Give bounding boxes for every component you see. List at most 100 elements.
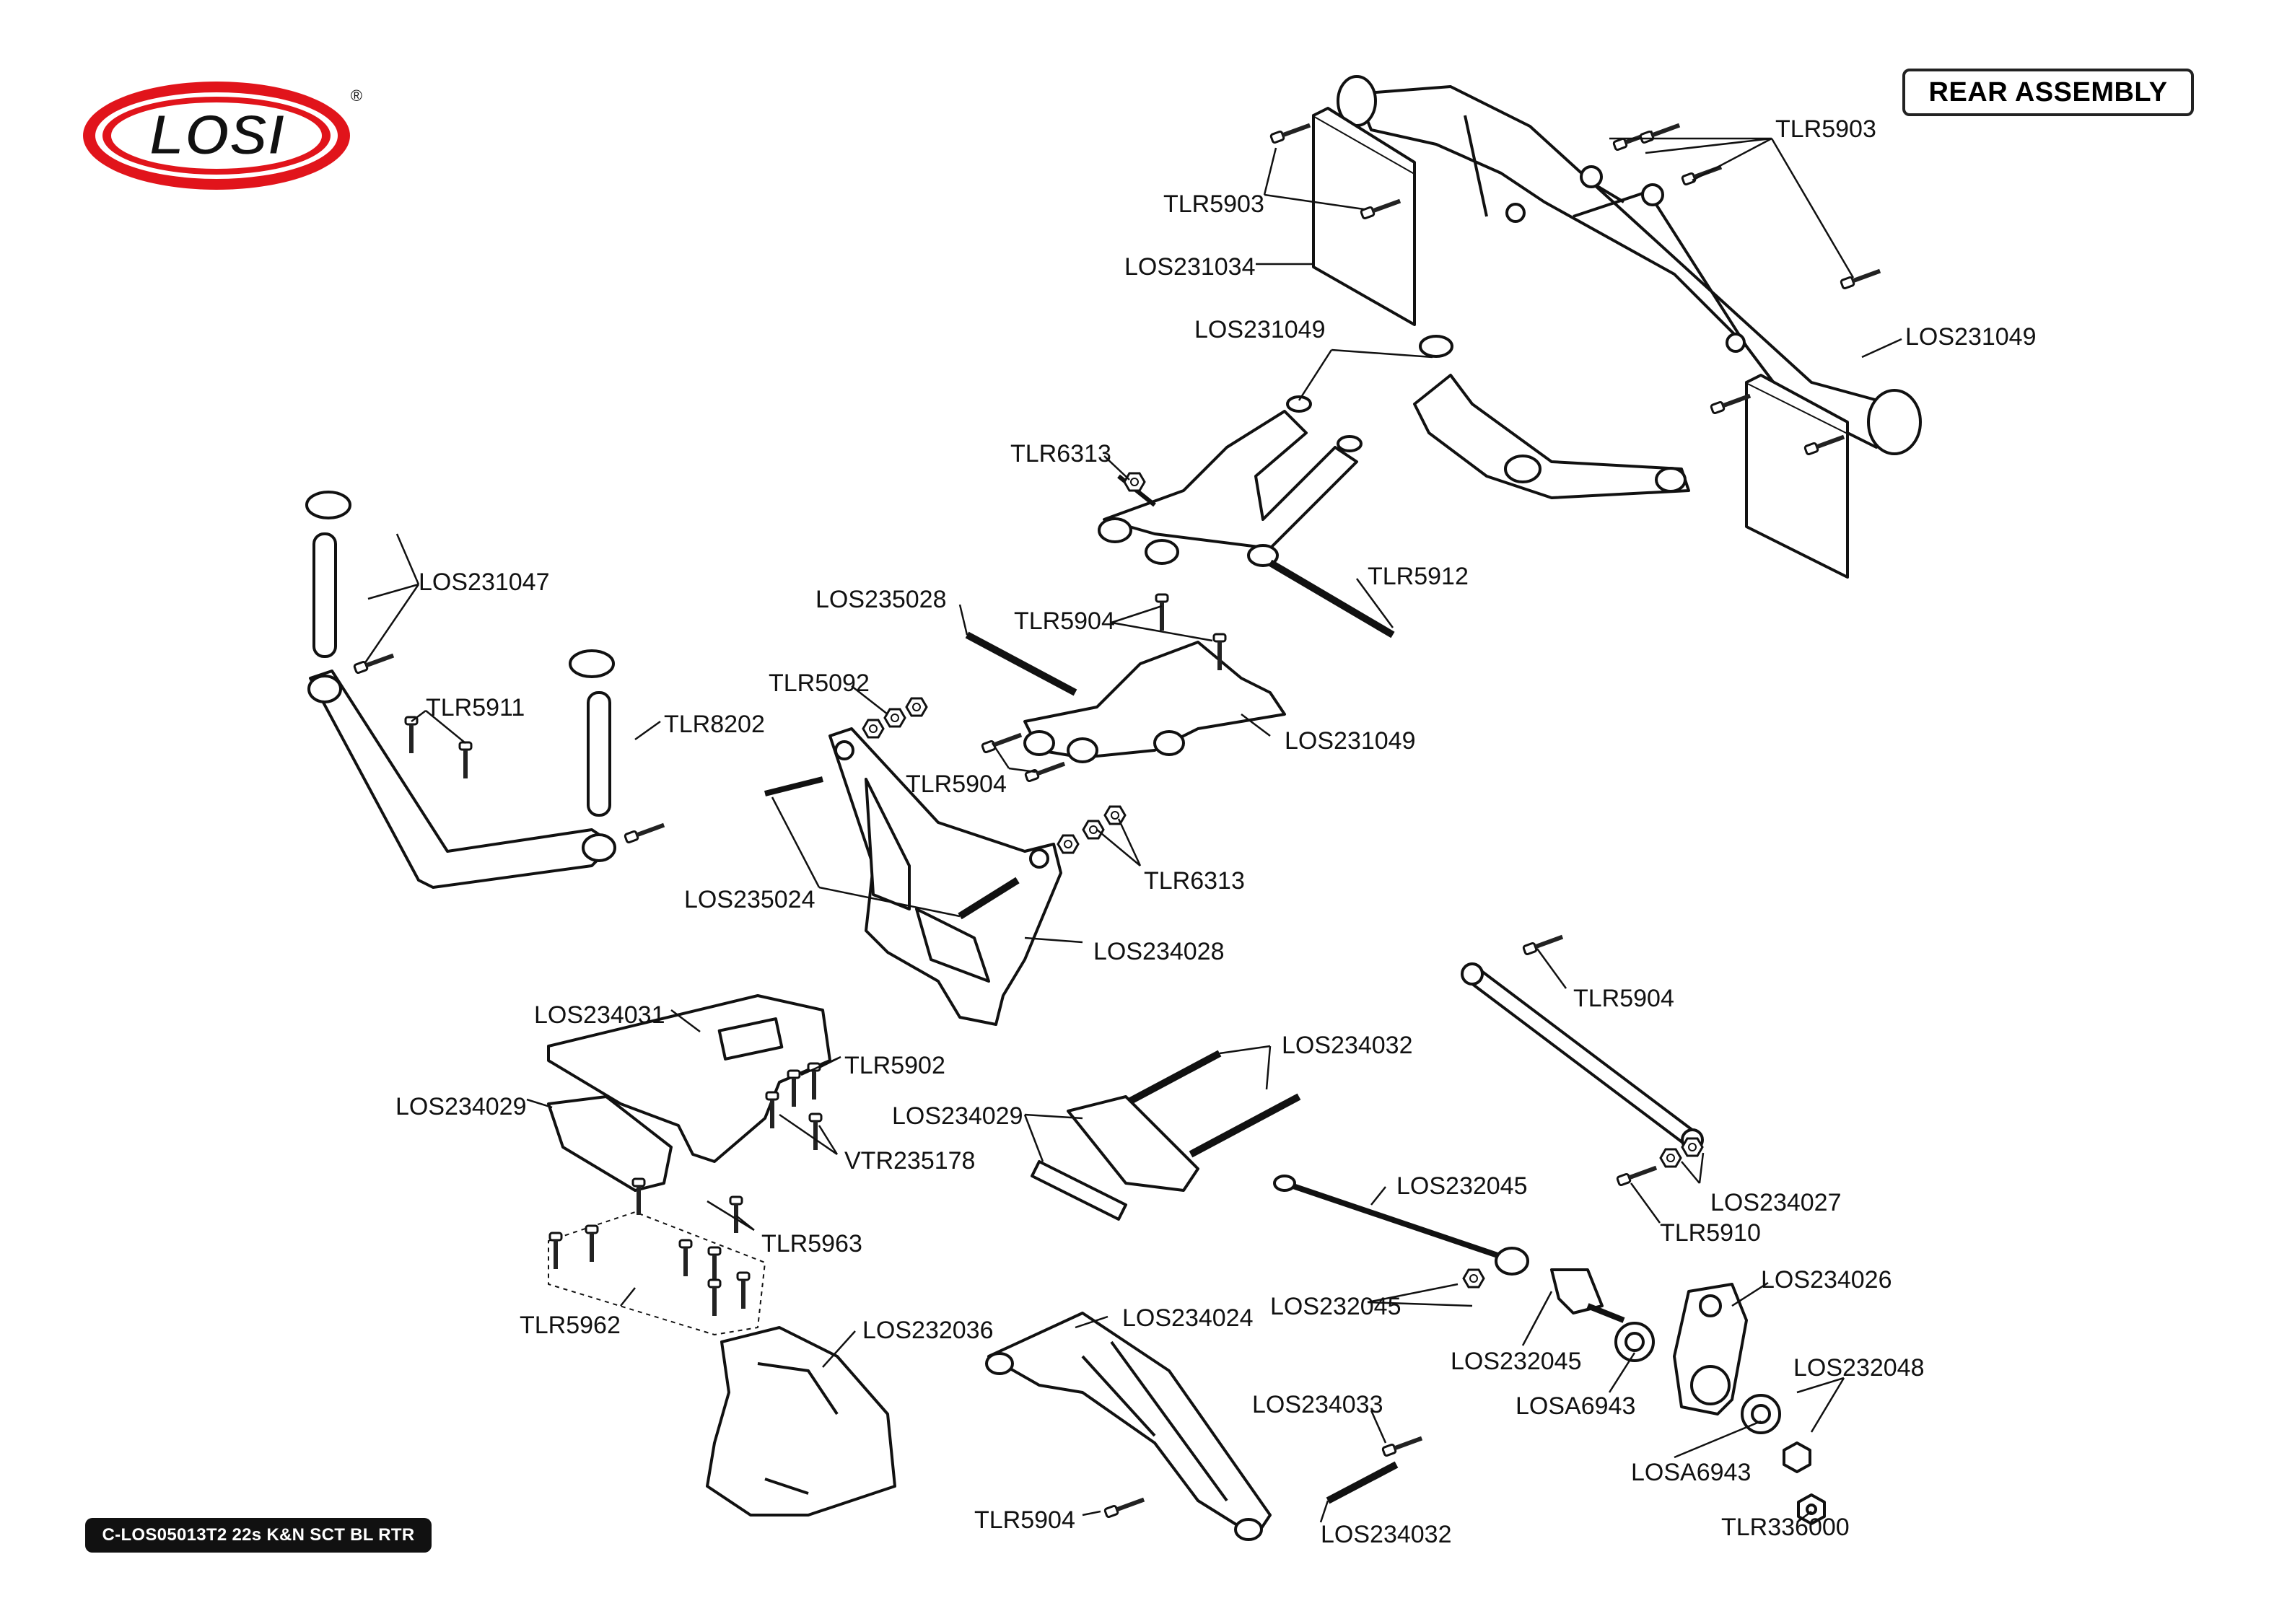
rod-los234032-b bbox=[1189, 1093, 1301, 1158]
wheel-bearing-outer bbox=[1741, 1394, 1781, 1434]
callout-los234029-mid: LOS234029 bbox=[892, 1102, 1023, 1130]
callout-los234032-b: LOS234032 bbox=[1321, 1521, 1452, 1548]
callout-los232048: LOS232048 bbox=[1793, 1354, 1925, 1382]
link-los234029 bbox=[1031, 1160, 1127, 1221]
callout-los232045-a: LOS232045 bbox=[1396, 1172, 1528, 1200]
callout-tlr8202: TLR8202 bbox=[664, 711, 765, 738]
screw-tlr5910 bbox=[1615, 1162, 1659, 1187]
hinge-block-los234029 bbox=[1067, 1095, 1199, 1192]
callout-labels: TLR5903 LOS231034 TLR5903 LOS231049 LOS2… bbox=[395, 115, 2037, 1548]
lower-suspension-arm bbox=[985, 1312, 1272, 1541]
screw-tlr5903-a bbox=[1269, 120, 1313, 144]
skid-plate bbox=[706, 1326, 896, 1517]
screw-tlr5904-a bbox=[1155, 593, 1169, 632]
callout-los234031: LOS234031 bbox=[534, 1001, 665, 1029]
svg-text:®: ® bbox=[351, 87, 362, 105]
callout-los231034: LOS231034 bbox=[1124, 253, 1256, 281]
callout-tlr5903-top: TLR5903 bbox=[1775, 115, 1876, 143]
pin-los235024-a bbox=[764, 776, 823, 796]
upper-hinge-mount bbox=[1023, 641, 1286, 763]
callout-los231049-top: LOS231049 bbox=[1194, 316, 1326, 343]
chassis-brace-plate bbox=[547, 994, 831, 1163]
spacer-tlr5092-c bbox=[905, 697, 928, 717]
nut-tlr6313-b bbox=[1082, 820, 1105, 840]
nut-tlr6313-top bbox=[1123, 472, 1146, 492]
callout-los234028: LOS234028 bbox=[1093, 938, 1225, 965]
screw-tlr5962-d bbox=[707, 1246, 722, 1285]
tlr5962-group-outline bbox=[548, 1211, 766, 1335]
part-number-badge: C-LOS05013T2 22s K&N SCT BL RTR bbox=[85, 1518, 432, 1553]
screw-tlr5962-b bbox=[585, 1224, 599, 1263]
screw-tlr5962-c bbox=[678, 1239, 693, 1278]
callout-los235028: LOS235028 bbox=[815, 586, 947, 613]
callout-tlr5904-d: TLR5904 bbox=[974, 1506, 1075, 1534]
hub-carrier bbox=[1673, 1283, 1748, 1415]
callout-tlr5092: TLR5092 bbox=[769, 670, 870, 697]
callout-los231049-mid: LOS231049 bbox=[1285, 727, 1416, 755]
screw-tlr5903-f bbox=[1839, 265, 1883, 290]
screw-tlr5963-b bbox=[729, 1195, 743, 1234]
callout-tlr5911: TLR5911 bbox=[426, 694, 525, 721]
spacer-tlr5092-b bbox=[883, 708, 906, 728]
callout-los235024: LOS235024 bbox=[684, 886, 815, 913]
callout-tlr5912: TLR5912 bbox=[1368, 563, 1469, 590]
driveshaft bbox=[1273, 1175, 1529, 1276]
bumper-mount-right bbox=[1413, 335, 1690, 499]
screw-tlr5904-e bbox=[1521, 931, 1565, 956]
screw-tlr5962-a bbox=[548, 1232, 563, 1270]
screw-tlr5911-a bbox=[404, 716, 419, 755]
callout-los234033: LOS234033 bbox=[1252, 1391, 1383, 1418]
pin-los235028 bbox=[965, 631, 1077, 696]
callout-tlr5903-left: TLR5903 bbox=[1163, 190, 1264, 218]
spacer-tlr5092-a bbox=[862, 719, 885, 739]
callout-los234027: LOS234027 bbox=[1710, 1189, 1842, 1216]
svg-text:LOSI: LOSI bbox=[149, 102, 285, 167]
callout-los234024: LOS234024 bbox=[1122, 1304, 1254, 1332]
nut-tlr6313-a bbox=[1057, 834, 1080, 854]
part-illustrations bbox=[305, 75, 1922, 1541]
screw-tlr5902-a bbox=[787, 1069, 801, 1108]
callout-los232045-c: LOS232045 bbox=[1451, 1348, 1582, 1375]
screw-los231047 bbox=[352, 650, 396, 675]
losi-logo: LOSI ® bbox=[83, 82, 362, 190]
rear-axle bbox=[1550, 1268, 1625, 1323]
bumper-mount-upper bbox=[1098, 395, 1363, 567]
screw-tlr5903-e bbox=[1680, 162, 1724, 186]
callout-los234029-left: LOS234029 bbox=[395, 1093, 527, 1120]
screw-tlr5904-f bbox=[1103, 1494, 1147, 1519]
callout-tlr5902: TLR5902 bbox=[844, 1052, 945, 1079]
screw-tlr5911-b bbox=[458, 741, 473, 780]
callout-losa6943-a: LOSA6943 bbox=[1516, 1392, 1635, 1420]
rod-los234032-c bbox=[1326, 1461, 1399, 1504]
callout-tlr5904-b: TLR5904 bbox=[906, 771, 1007, 798]
callout-tlr5904-a: TLR5904 bbox=[1014, 607, 1115, 635]
nut-los234027-b bbox=[1681, 1137, 1704, 1157]
nut-tlr6313-c bbox=[1103, 805, 1127, 825]
screw-vtr235178-b bbox=[808, 1112, 823, 1151]
callout-tlr6313-mid: TLR6313 bbox=[1144, 867, 1245, 895]
wheel-bearing-inner bbox=[1614, 1322, 1655, 1362]
screw-tlr5903-d bbox=[1638, 120, 1682, 144]
screw-tlr5963-a bbox=[631, 1177, 646, 1216]
callout-losa6943-b: LOSA6943 bbox=[1631, 1459, 1751, 1486]
fasteners bbox=[352, 120, 1883, 1519]
callout-tlr5910: TLR5910 bbox=[1660, 1219, 1761, 1247]
screw-tlr5962-e bbox=[707, 1278, 722, 1317]
leader-lines bbox=[363, 137, 1902, 1523]
callout-los232036: LOS232036 bbox=[862, 1317, 994, 1344]
body-mount-post bbox=[305, 491, 616, 889]
screw-body-mount bbox=[623, 820, 667, 844]
callout-tlr5963: TLR5963 bbox=[761, 1230, 862, 1257]
page-title: REAR ASSEMBLY bbox=[1902, 69, 2194, 116]
callout-los234032-a: LOS234032 bbox=[1282, 1032, 1413, 1059]
hex-hub bbox=[1783, 1441, 1811, 1473]
pin-los235024-b bbox=[958, 877, 1020, 920]
callout-los234026: LOS234026 bbox=[1761, 1266, 1892, 1294]
pin-los232045 bbox=[1462, 1268, 1485, 1289]
callout-tlr6313-top: TLR6313 bbox=[1010, 440, 1111, 468]
mud-flap-right bbox=[1745, 374, 1849, 579]
callout-los231049-right: LOS231049 bbox=[1905, 323, 2037, 351]
nut-los234027-a bbox=[1659, 1148, 1682, 1168]
callout-tlr336000: TLR336000 bbox=[1721, 1514, 1850, 1541]
